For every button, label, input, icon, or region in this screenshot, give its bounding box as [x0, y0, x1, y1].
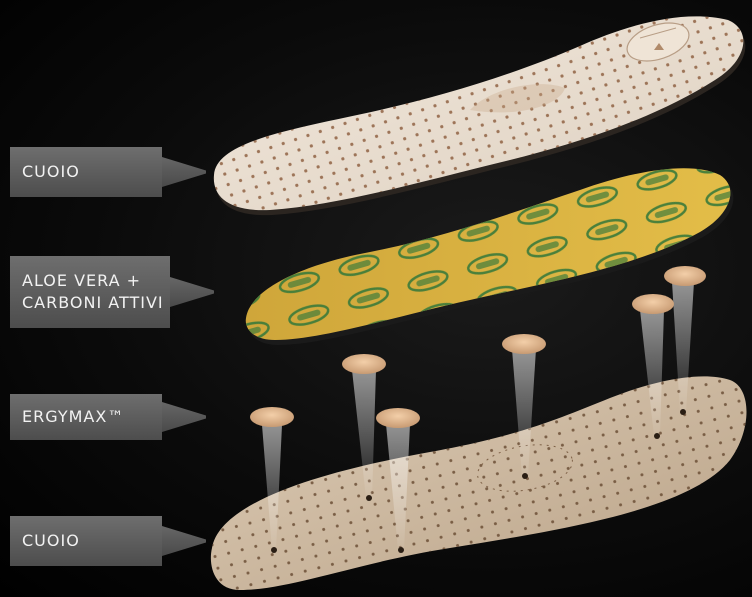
callout-cuoio-top-label: CUOIO [22, 161, 80, 183]
callout-cuoio-top: CUOIO [10, 147, 162, 197]
callout-aloe-vera: ALOE VERA + CARBONI ATTIVI [10, 256, 170, 328]
callout-cuoio-bottom: CUOIO [10, 516, 162, 566]
bottom-cork-insole [211, 376, 747, 590]
callout-aloe-vera-label: ALOE VERA + CARBONI ATTIVI [22, 270, 164, 314]
callout-cuoio-bottom-label: CUOIO [22, 530, 80, 552]
callout-ergymax: ERGYMAX™ [10, 394, 162, 440]
callout-ergymax-label: ERGYMAX™ [22, 406, 124, 428]
